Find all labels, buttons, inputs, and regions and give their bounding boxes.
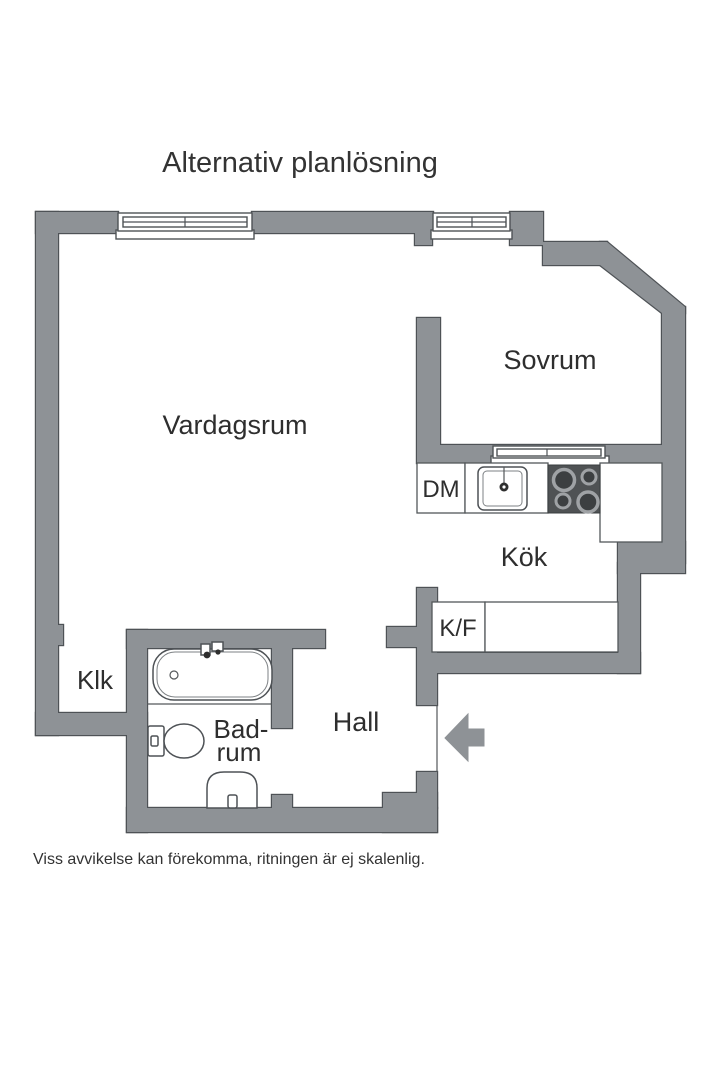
- room-label-vardagsrum: Vardagsrum: [162, 410, 307, 440]
- walls: [34, 210, 687, 834]
- room-label-hall: Hall: [333, 707, 380, 737]
- bath-mixer-tap: [200, 641, 224, 659]
- entrance-arrow: [444, 712, 485, 763]
- appliance-label-dm: DM: [422, 476, 459, 503]
- window-2: [430, 212, 513, 240]
- dishwasher-cabinet: [416, 462, 466, 514]
- appliance-label-kf: K/F: [439, 615, 476, 642]
- toilet: [147, 723, 205, 759]
- room-label-badrum-line1: Bad-: [214, 714, 269, 744]
- fridge-freezer-cabinet: [431, 601, 486, 653]
- window-1: [115, 212, 255, 240]
- room-label-badrum-line2: rum: [217, 737, 262, 767]
- washbasin: [206, 771, 258, 809]
- stove: [547, 464, 601, 514]
- bathtub: [152, 648, 273, 701]
- room-label-kok: Kök: [501, 542, 548, 572]
- tall-cabinet: [599, 462, 663, 543]
- room-label-klk: Klk: [77, 665, 114, 695]
- disclaimer-text: Viss avvikelse kan förekomma, ritningen …: [33, 851, 425, 868]
- kitchen-sink: [477, 466, 528, 511]
- plan-title: Alternativ planlösning: [162, 147, 438, 179]
- kf-counter: [484, 601, 619, 653]
- room-label-sovrum: Sovrum: [503, 345, 596, 375]
